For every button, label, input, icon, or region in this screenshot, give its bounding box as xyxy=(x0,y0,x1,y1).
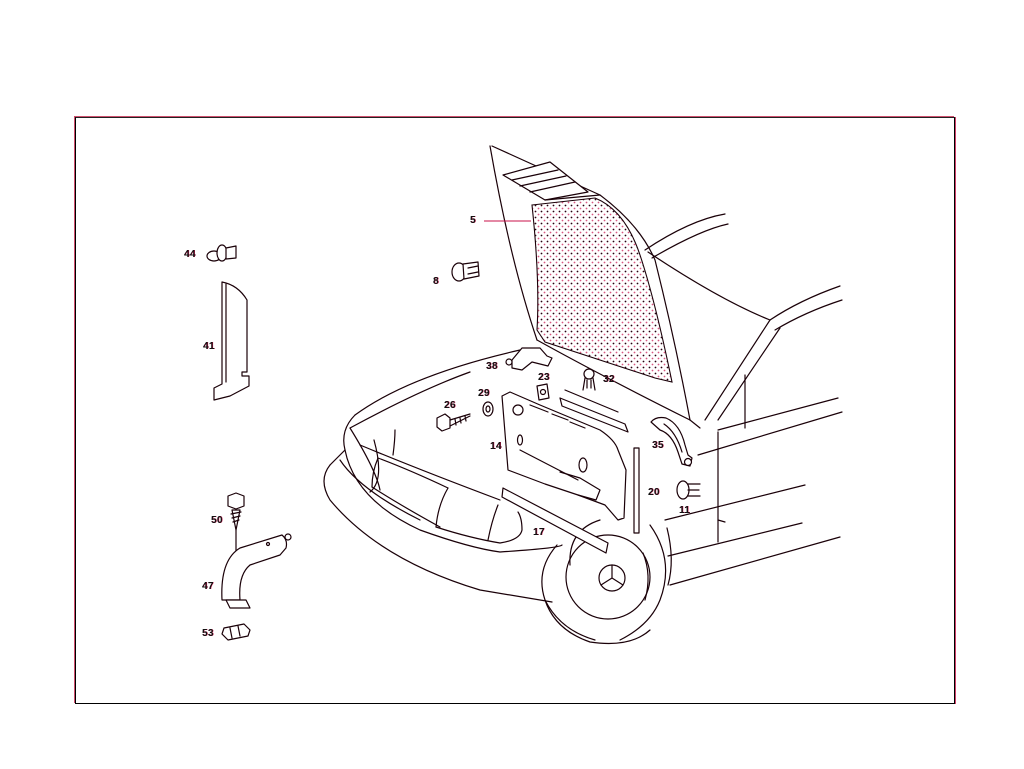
callout-20[interactable]: 20 xyxy=(648,487,660,498)
seal-strip-upper[interactable] xyxy=(559,389,629,433)
push-clip-11[interactable] xyxy=(676,480,701,500)
vertical-seal-strip-20[interactable] xyxy=(633,447,640,534)
callout-14[interactable]: 14 xyxy=(490,441,502,452)
diagram-frame xyxy=(75,117,955,704)
callout-5[interactable]: 5 xyxy=(470,215,476,226)
screw-26[interactable] xyxy=(436,413,471,432)
callout-26[interactable]: 26 xyxy=(444,400,456,411)
callout-8[interactable]: 8 xyxy=(433,276,439,287)
holder-clip-38[interactable] xyxy=(505,347,553,371)
washer-29[interactable] xyxy=(482,401,494,417)
retaining-clip-32[interactable] xyxy=(582,368,596,391)
callout-47[interactable]: 47 xyxy=(202,581,214,592)
side-trim-panel-14[interactable] xyxy=(501,391,627,521)
car-body xyxy=(323,213,843,645)
callout-23[interactable]: 23 xyxy=(538,372,550,383)
seal-strip-17[interactable] xyxy=(501,487,609,554)
callout-41[interactable]: 41 xyxy=(203,341,215,352)
hood xyxy=(489,145,691,421)
callout-35[interactable]: 35 xyxy=(652,440,664,451)
holder-bracket-35[interactable] xyxy=(650,416,693,467)
hood-insulation-mat xyxy=(531,197,673,383)
support-bracket-47[interactable] xyxy=(221,533,292,609)
expanding-rivet-44[interactable] xyxy=(206,244,237,262)
callout-44[interactable]: 44 xyxy=(184,249,196,260)
callout-50[interactable]: 50 xyxy=(211,515,223,526)
callout-29[interactable]: 29 xyxy=(478,388,490,399)
callout-38[interactable]: 38 xyxy=(486,361,498,372)
cover-panel-41[interactable] xyxy=(213,281,250,401)
clip-nut-23[interactable] xyxy=(536,383,550,401)
clip-53[interactable] xyxy=(221,623,251,641)
callout-17[interactable]: 17 xyxy=(533,527,545,538)
push-clip-8[interactable] xyxy=(451,261,480,282)
callout-11[interactable]: 11 xyxy=(679,505,691,516)
callout-53[interactable]: 53 xyxy=(202,628,214,639)
callout-32[interactable]: 32 xyxy=(603,374,615,385)
